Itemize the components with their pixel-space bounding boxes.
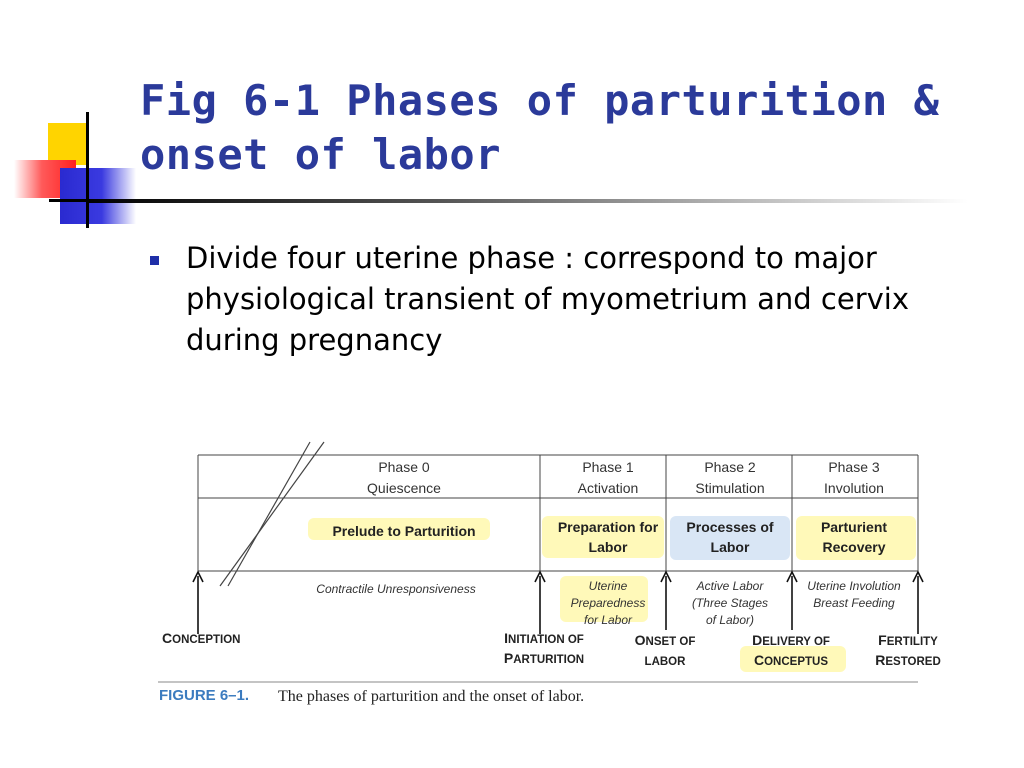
event-label: DELIVERY OF — [752, 632, 830, 648]
bullet-square-icon — [150, 256, 159, 265]
slide-title: Fig 6-1 Phases of parturition & onset of… — [140, 74, 1020, 182]
phase-table-frame — [197, 454, 919, 572]
event-label: INITIATION OF — [504, 630, 584, 646]
phase-note: (Three Stages — [692, 596, 768, 610]
phase-note: Uterine Involution — [807, 579, 901, 593]
event-arrows — [192, 570, 924, 634]
event-label: LABOR — [645, 656, 687, 668]
phase-process: Prelude to Parturition — [332, 523, 475, 539]
phase-description: Stimulation — [695, 480, 764, 496]
decor-horizontal-line — [49, 199, 89, 202]
phase-name: Phase 1 — [582, 459, 634, 475]
event-label: CONCEPTUS — [754, 652, 828, 668]
phase-description: Involution — [824, 480, 884, 496]
phase-process: Labor — [711, 539, 750, 555]
phase-note: Breast Feeding — [813, 596, 895, 610]
phase-note: Uterine — [589, 579, 628, 593]
phase-description: Quiescence — [367, 480, 441, 496]
event-label: PARTURITION — [504, 650, 584, 666]
axis-break-icon — [219, 441, 325, 587]
highlight-mark — [308, 518, 490, 540]
phase-process: Preparation for — [558, 519, 659, 535]
event-arrow-icon — [534, 570, 546, 634]
event-labels: CONCEPTION INITIATION OF PARTURITION ONSET … — [162, 630, 941, 668]
event-label: CONCEPTION — [162, 630, 241, 646]
decor-vertical-line — [86, 112, 89, 228]
title-line-2: onset of labor — [140, 130, 502, 179]
phase-note: of Labor) — [706, 613, 754, 627]
bullet-text: Divide four uterine phase : correspond t… — [186, 241, 910, 357]
phase-process: Processes of — [686, 519, 773, 535]
highlight-mark — [542, 516, 664, 558]
event-arrow-icon — [912, 570, 924, 634]
highlight-mark — [670, 516, 790, 560]
phase-name: Phase 2 — [704, 459, 756, 475]
phase-note: Contractile Unresponsiveness — [316, 582, 475, 596]
phase-process: Parturient — [821, 519, 887, 535]
phase-description: Activation — [578, 480, 639, 496]
title-underline-rule — [88, 199, 968, 203]
event-arrow-icon — [786, 570, 798, 630]
yellow-decor-square — [48, 123, 88, 165]
highlight-mark — [560, 576, 648, 622]
highlight-marks — [308, 516, 916, 672]
phase-notes: Contractile Unresponsiveness UterinePrepa… — [316, 579, 901, 627]
figure-caption-label: FIGURE 6–1. — [159, 687, 249, 704]
title-line-1: Fig 6-1 Phases of parturition & — [140, 76, 940, 125]
phase-note: Active Labor — [696, 579, 765, 593]
blue-decor-square — [60, 168, 136, 224]
phase-note: for Labor — [584, 613, 633, 627]
phase-name: Phase 3 — [828, 459, 880, 475]
event-arrow-icon — [192, 570, 204, 634]
figure-caption-text: The phases of parturition and the onset … — [278, 688, 584, 705]
phase-process: Recovery — [822, 539, 885, 555]
event-label: RESTORED — [875, 652, 941, 668]
highlight-mark — [796, 516, 916, 560]
event-label: FERTILITY — [878, 632, 938, 648]
event-label: ONSET OF — [635, 632, 696, 648]
phase-process: Labor — [589, 539, 628, 555]
phase-name: Phase 0 — [378, 459, 430, 475]
phase-note: Preparedness — [571, 596, 646, 610]
highlight-mark — [740, 646, 846, 672]
event-arrow-icon — [660, 570, 672, 630]
